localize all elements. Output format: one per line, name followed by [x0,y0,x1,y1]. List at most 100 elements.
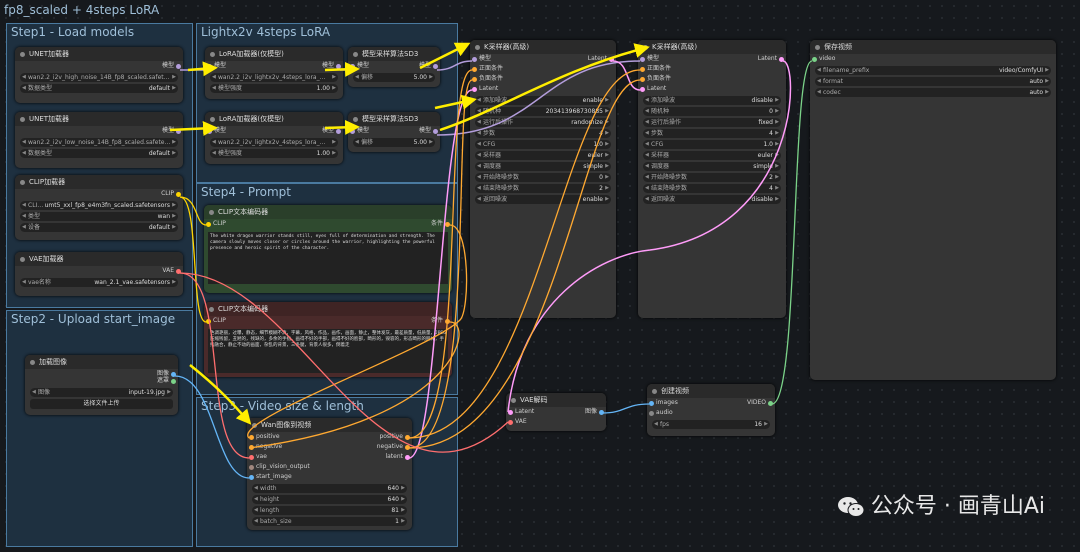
socket-dot-out[interactable] [768,401,773,406]
input-model[interactable]: 模型模型 [205,126,343,136]
node-title[interactable]: Wan图像到视频 [247,418,412,432]
ksampler-widget[interactable]: 步数4 [643,129,781,138]
node-title[interactable]: VAE加载器 [15,252,183,266]
node-title[interactable]: CLIP文本编码器 [204,205,452,219]
input-clip-vision[interactable]: clip_vision_output [247,462,412,472]
socket-dot-out[interactable] [445,222,450,227]
socket-dot-out[interactable] [609,57,614,62]
node-title[interactable]: K采样器(高级) [470,40,616,54]
input-model[interactable]: 模型模型 [205,61,343,71]
socket-dot[interactable] [472,67,477,72]
socket-dot[interactable] [472,57,477,62]
output-model[interactable]: 模型 [15,61,183,71]
node-title[interactable]: CLIP加载器 [15,175,183,189]
socket-dot[interactable] [207,64,212,69]
unet-name-widget[interactable]: wan2.2_i2v_high_noise_14B_fp8_scaled.saf… [20,73,178,82]
input-start-image[interactable]: start_image [247,472,412,482]
save-video-node[interactable]: 保存视频 video filename_prefixvideo/ComfyUI … [810,40,1056,380]
socket-dot-out[interactable] [405,445,410,450]
node-title[interactable]: 创建视频 [647,384,775,398]
shift-widget[interactable]: 偏移5.00 [353,138,435,147]
socket-dot[interactable] [176,64,181,69]
prompt-textarea[interactable]: The white dragon warrior stands still, e… [208,232,448,284]
socket-dot[interactable] [350,64,355,69]
socket-dot-out[interactable] [336,64,341,69]
output-image[interactable]: 图像 [25,369,178,379]
node-title[interactable]: UNET加载器 [15,112,183,126]
socket-dot-out[interactable] [405,435,410,440]
input-negative[interactable]: 负面条件 [638,74,786,84]
ksampler-widget[interactable]: 步数4 [475,129,611,138]
input-latent[interactable]: Latent [638,84,786,94]
socket-dot[interactable] [508,420,513,425]
socket-dot[interactable] [249,435,254,440]
socket-dot[interactable] [171,372,176,377]
input-vae[interactable]: VAE [506,417,606,427]
socket-dot[interactable] [249,445,254,450]
shift-widget[interactable]: 偏移5.00 [353,73,435,82]
input-video[interactable]: video [810,54,1056,64]
socket-dot-out[interactable] [405,455,410,460]
unet-name-widget[interactable]: wan2.2_i2v_low_noise_14B_fp8_scaled.safe… [20,138,178,147]
socket-dot[interactable] [207,129,212,134]
input-audio[interactable]: audio [647,408,775,418]
node-title[interactable]: UNET加载器 [15,47,183,61]
socket-dot[interactable] [640,57,645,62]
input-positive[interactable]: 正面条件 [470,64,616,74]
socket-dot[interactable] [640,77,645,82]
output-clip[interactable]: CLIP [15,189,183,199]
input-model[interactable]: 模型模型 [348,126,440,136]
socket-dot-out[interactable] [433,64,438,69]
node-title[interactable]: CLIP文本编码器 [204,302,452,316]
socket-dot-out[interactable] [433,129,438,134]
input-positive[interactable]: 正面条件 [638,64,786,74]
socket-dot[interactable] [206,319,211,324]
output-model[interactable]: 模型 [15,126,183,136]
socket-dot[interactable] [472,77,477,82]
prompt-textarea[interactable]: 色调艳丽，过曝，静态，细节模糊不清，字幕，风格，作品，画作，画面，静止，整体发灰… [208,329,448,373]
node-title[interactable]: 模型采样算法SD3 [348,112,440,126]
socket-dot-out[interactable] [779,57,784,62]
clip-name-widget[interactable]: CLI…umt5_xxl_fp8_e4m3fn_scaled.safetenso… [20,201,178,210]
unet-loader-node-2[interactable]: UNET加载器 模型 wan2.2_i2v_low_noise_14B_fp8_… [15,112,183,168]
socket-dot[interactable] [171,379,176,384]
socket-dot[interactable] [206,222,211,227]
input-negative[interactable]: 负面条件 [470,74,616,84]
